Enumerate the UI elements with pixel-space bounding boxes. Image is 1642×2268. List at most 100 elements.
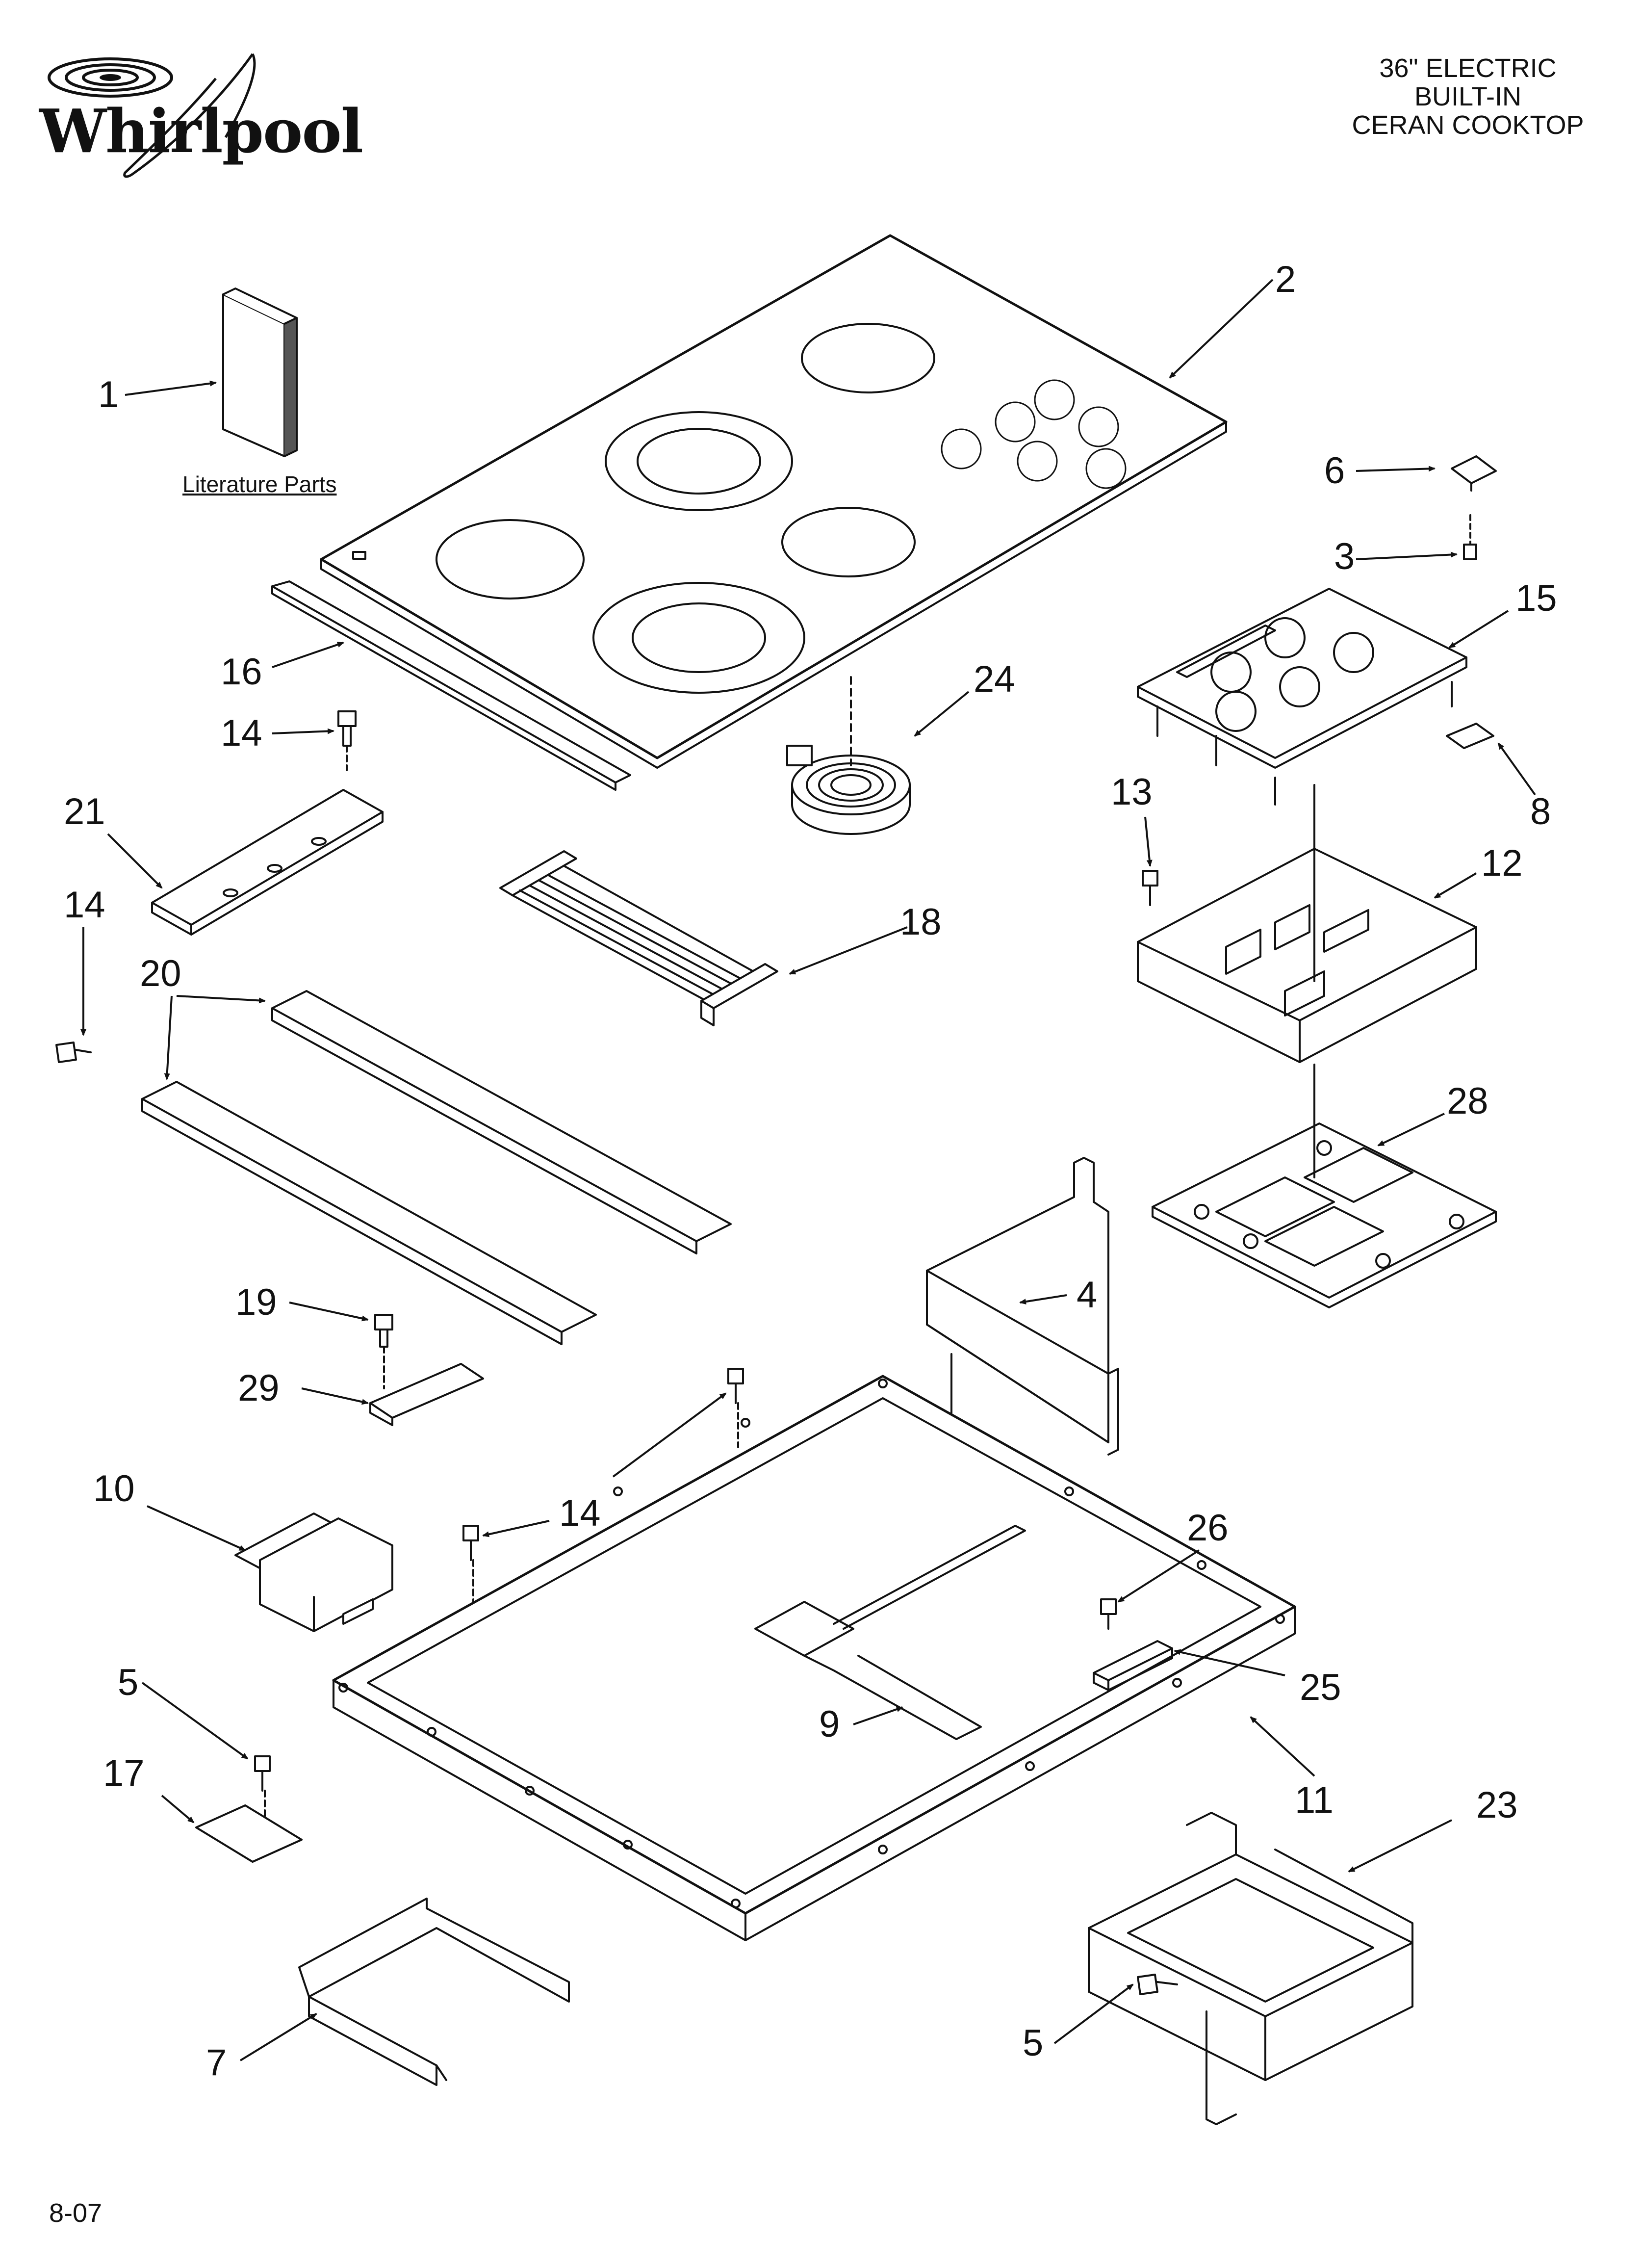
part-5-screw-right (1137, 1974, 1178, 1995)
part-26-screw (1100, 1598, 1117, 1630)
callout-numbers: 1 2 3 4 5 5 6 7 8 9 10 11 12 13 14 14 14… (64, 259, 1557, 2084)
leader-arrows (80, 279, 1536, 2061)
model-title: 36" ELECTRIC BUILT-IN CERAN COOKTOP (1340, 54, 1595, 139)
callout-18: 18 (900, 901, 942, 943)
part-11-main-frame (332, 1375, 1296, 1941)
leader-11 (1250, 1716, 1315, 1777)
logo-swirl-icon (48, 53, 256, 178)
model-title-line-1: 36" ELECTRIC (1379, 53, 1557, 83)
callout-25: 25 (1300, 1667, 1341, 1708)
leader-14c (612, 1392, 727, 1478)
part-24-radiant-element (786, 676, 911, 835)
part-10-module-box (234, 1512, 393, 1632)
leader-4 (1019, 1294, 1067, 1305)
leader-13 (1144, 816, 1153, 867)
part-29-plate (369, 1363, 484, 1426)
leader-20a (176, 995, 266, 1004)
part-15-control-board (1137, 588, 1467, 806)
leader-20b (164, 995, 173, 1080)
leader-15 (1448, 610, 1509, 649)
part-23-junction-box (1088, 1812, 1413, 2125)
callout-5-left: 5 (118, 1662, 138, 1703)
part-8-plate (1446, 723, 1494, 749)
callout-24: 24 (974, 658, 1015, 700)
part-18-ribbon-cable (499, 850, 778, 1026)
callout-16: 16 (221, 651, 262, 693)
part-17-plate (195, 1804, 303, 1863)
callout-20: 20 (140, 953, 181, 994)
leader-5b (1053, 1983, 1134, 2044)
callout-6: 6 (1324, 450, 1345, 492)
part-3-screw (1463, 514, 1477, 560)
leader-18 (789, 926, 908, 975)
part-13-screw (1142, 870, 1158, 906)
leader-7 (239, 2013, 317, 2061)
leader-24 (914, 691, 970, 737)
callout-11: 11 (1295, 1779, 1334, 1821)
part-2-glass-cooktop (320, 234, 1228, 769)
leader-25 (1174, 1649, 1285, 1676)
leader-16 (272, 642, 344, 668)
part-12-board-housing (1137, 784, 1477, 1120)
callout-3: 3 (1334, 536, 1355, 577)
callout-14-left: 14 (64, 884, 105, 926)
part-9-gasket (754, 1525, 1026, 1740)
part-20-rail-upper (271, 990, 732, 1254)
leader-3 (1356, 551, 1458, 560)
callout-1: 1 (98, 374, 119, 416)
leader-14d (482, 1520, 550, 1538)
leader-26 (1117, 1549, 1200, 1603)
leader-6 (1356, 466, 1436, 472)
callout-21: 21 (64, 791, 105, 833)
callout-9: 9 (819, 1703, 840, 1745)
callout-14-upper: 14 (221, 712, 262, 754)
leader-29 (301, 1387, 369, 1405)
leader-12 (1434, 872, 1477, 899)
leader-19 (289, 1302, 369, 1322)
callout-5-right: 5 (1023, 2022, 1043, 2064)
part-21-bracket (151, 789, 384, 936)
leader-1 (125, 380, 217, 396)
leader-23 (1348, 1819, 1452, 1873)
part-19-screw (374, 1314, 393, 1389)
leader-28 (1377, 1113, 1445, 1147)
callout-14-frame: 14 (559, 1492, 601, 1534)
part-6-clip (1451, 455, 1497, 492)
leader-21 (107, 833, 163, 889)
whirlpool-logo: Whirlpool (29, 49, 363, 196)
footer-date-code: 8-07 (49, 2198, 103, 2228)
callout-7: 7 (206, 2042, 227, 2084)
part-16-trim-strip (271, 580, 631, 791)
literature-parts-label: Literature Parts (182, 471, 337, 497)
callout-29: 29 (238, 1367, 280, 1409)
model-title-line-3: CERAN COOKTOP (1352, 110, 1584, 140)
leader-8 (1497, 742, 1536, 796)
part-14-screw-frame-left (462, 1525, 479, 1605)
callout-28: 28 (1447, 1080, 1488, 1122)
callout-23: 23 (1476, 1784, 1518, 1826)
part-14-screw-frame-top (727, 1368, 744, 1448)
callout-17: 17 (103, 1752, 145, 1794)
logo-wordmark: Whirlpool (39, 96, 363, 166)
leader-9 (853, 1706, 903, 1725)
part-25-terminal-block (1093, 1640, 1173, 1691)
leader-5a (141, 1682, 249, 1760)
callout-10: 10 (93, 1468, 135, 1510)
model-title-line-2: BUILT-IN (1414, 82, 1522, 111)
callout-4: 4 (1077, 1274, 1097, 1316)
callout-2: 2 (1275, 259, 1296, 300)
part-14-screw-upper (337, 710, 357, 771)
leader-10 (147, 1505, 246, 1551)
part-7-lower-bracket (298, 1898, 570, 2086)
callout-19: 19 (235, 1281, 277, 1323)
leader-14a (272, 728, 334, 734)
part-28-mounting-plate (1152, 1098, 1497, 1308)
part-5-screw-left (254, 1755, 271, 1821)
callout-26: 26 (1187, 1507, 1229, 1549)
callout-15: 15 (1515, 577, 1557, 619)
callout-8: 8 (1530, 791, 1551, 833)
part-20-rail-lower (141, 1081, 597, 1345)
part-1-literature-booklet (222, 287, 298, 457)
